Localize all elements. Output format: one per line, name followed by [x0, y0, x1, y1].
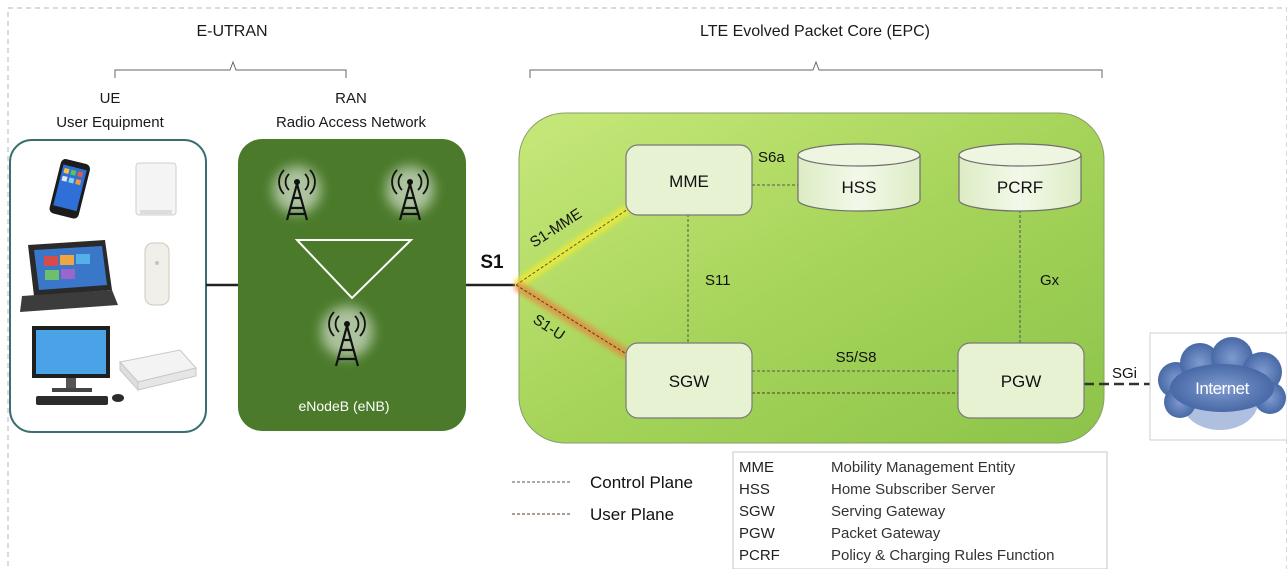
enodeb-tower-icon — [273, 166, 321, 221]
internet-cloud-icon — [1158, 337, 1286, 430]
enodeb-label: eNodeB (eNB) — [298, 398, 389, 414]
abbreviation-table — [732, 451, 1108, 569]
access-point-icon — [119, 349, 197, 392]
abbreviation-definition: Policy & Charging Rules Function — [831, 547, 1054, 564]
s6a-label: S6a — [758, 149, 785, 166]
tablet-laptop-icon — [20, 240, 118, 312]
epc-header: LTE Evolved Packet Core (EPC) — [700, 23, 930, 40]
sgw-node: SGW — [625, 342, 753, 419]
gx-label: Gx — [1040, 272, 1060, 289]
abbreviation-term: MME — [739, 459, 774, 476]
pgw-node: PGW — [957, 342, 1085, 419]
internet-label: Internet — [1195, 379, 1249, 398]
s1-u-link — [513, 280, 631, 360]
control-plane-links — [513, 180, 1025, 376]
s1-mme-link — [513, 204, 631, 290]
legend-control-plane-label: Control Plane — [590, 473, 693, 492]
pcrf-label: PCRF — [997, 178, 1043, 197]
legend-user-plane-label: User Plane — [590, 505, 674, 524]
abbreviation-definition: Mobility Management Entity — [831, 459, 1016, 476]
hss-node: HSS — [797, 143, 921, 212]
mme-label: MME — [669, 172, 709, 191]
outer-frame — [7, 7, 1287, 569]
abbreviation-definition: Serving Gateway — [831, 503, 946, 520]
epc-brace — [529, 60, 1103, 78]
smartphone-icon — [49, 159, 91, 219]
sgw-label: SGW — [669, 372, 710, 391]
s5s8-label: S5/S8 — [836, 349, 877, 366]
wall-modem-icon — [144, 242, 170, 306]
abbreviation-definition: Packet Gateway — [831, 525, 941, 542]
abbreviation-term: HSS — [739, 481, 770, 498]
eutran-header: E-UTRAN — [196, 23, 267, 40]
desktop-computer-icon — [32, 326, 124, 405]
eutran-brace — [114, 60, 347, 78]
abbreviation-term: PGW — [739, 525, 776, 542]
pgw-label: PGW — [1001, 372, 1042, 391]
hss-label: HSS — [842, 178, 877, 197]
legend: Control Plane User Plane — [512, 473, 693, 524]
enodeb-tower-icon — [321, 306, 373, 367]
sgi-label: SGi — [1112, 365, 1137, 382]
ran-title: RAN — [335, 90, 367, 107]
ue-subtitle: User Equipment — [56, 114, 164, 131]
abbreviation-term: PCRF — [739, 547, 780, 564]
enodeb-tower-icon — [386, 166, 434, 221]
abbreviation-definition: Home Subscriber Server — [831, 481, 995, 498]
mme-node: MME — [625, 144, 753, 216]
ran-subtitle: Radio Access Network — [276, 114, 427, 131]
abbreviation-term: SGW — [739, 503, 776, 520]
cpe-router-icon — [135, 162, 177, 216]
s11-label: S11 — [705, 272, 731, 289]
s1-label: S1 — [480, 252, 504, 273]
ran-triangle — [294, 239, 414, 300]
ue-title: UE — [100, 90, 121, 107]
user-plane-links — [513, 280, 1158, 398]
pcrf-node: PCRF — [958, 143, 1082, 212]
